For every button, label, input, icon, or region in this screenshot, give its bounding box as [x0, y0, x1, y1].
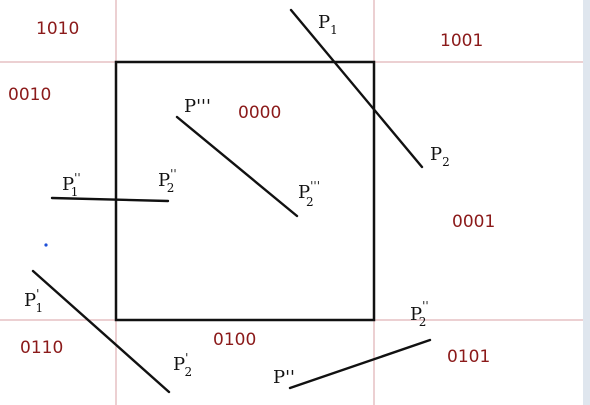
region-code-bottom-right: 0101 [447, 347, 490, 367]
segment-p1-p2-prime [31, 269, 171, 394]
region-code-bottom: 0100 [213, 330, 256, 350]
label-p2: P2 [430, 144, 450, 169]
region-code-left: 0010 [8, 85, 51, 105]
segment-p1-p2-double-bottom [288, 338, 432, 390]
label-p1-triple: P''' [184, 96, 211, 117]
segment-p1-p2 [289, 8, 424, 169]
label-p1-double-bottom: P'' [273, 367, 295, 388]
region-code-center: 0000 [238, 103, 281, 123]
label-p1-prime: P'1 [24, 287, 43, 315]
region-code-right: 0001 [452, 212, 495, 232]
region-code-bottom-left: 0110 [20, 338, 63, 358]
segment-p1-p2-triple [175, 115, 299, 218]
segment-p1-p2-double-left [50, 196, 170, 203]
clip-window [114, 60, 376, 322]
label-p1-double-left: P''1 [62, 171, 81, 199]
marker-dot [44, 243, 48, 247]
label-p2-triple: P'''2 [298, 179, 320, 209]
label-p2-double-left: P''2 [158, 167, 177, 195]
label-p2-double-bottom: P''2 [410, 299, 429, 329]
label-p2-prime: P'2 [173, 351, 192, 379]
label-p1: P1 [318, 12, 338, 37]
canvas-edge-strip [583, 0, 590, 405]
region-code-top-left: 1010 [36, 19, 79, 39]
region-code-top-right: 1001 [440, 31, 483, 51]
